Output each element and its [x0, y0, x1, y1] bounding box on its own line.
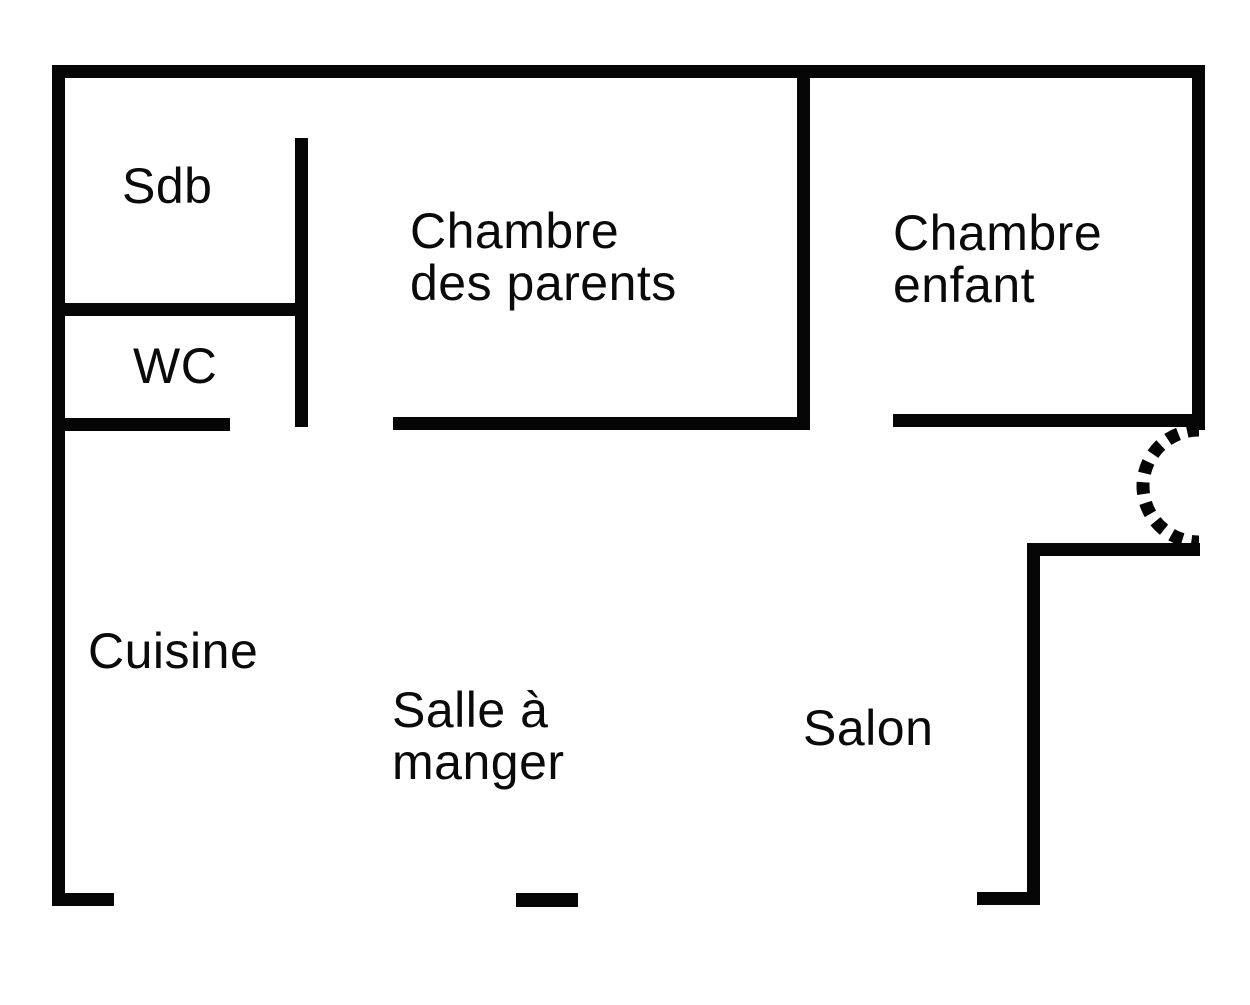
wall-left [52, 65, 65, 906]
wall-right-upper [1192, 65, 1205, 430]
wall-sdb-bottom [65, 303, 308, 316]
wall-divider-sdb-parents [295, 138, 308, 427]
wall-salon-right [1027, 556, 1040, 905]
room-label-salon: Salon [803, 700, 934, 756]
wall-divider-parents-enfant [797, 78, 810, 430]
wall-parents-bottom [393, 417, 810, 430]
wall-enfant-bottom [893, 414, 1205, 427]
wall-wc-bottom [65, 418, 230, 431]
room-label-cuisine: Cuisine [88, 623, 259, 679]
wall-bottom-left [52, 893, 114, 906]
wall-dining-stub [516, 893, 578, 907]
room-label-sdb: Sdb [122, 158, 213, 214]
wall-top [52, 65, 1205, 78]
wall-salon-top [1027, 543, 1200, 556]
room-label-chambre-enfant: Chambre enfant [893, 205, 1103, 313]
room-label-wc: WC [133, 338, 218, 394]
wall-salon-bottom [977, 892, 1040, 905]
room-label-chambre-parents: Chambre des parents [410, 203, 677, 311]
room-label-salle-a-manger: Salle à manger [392, 682, 565, 790]
